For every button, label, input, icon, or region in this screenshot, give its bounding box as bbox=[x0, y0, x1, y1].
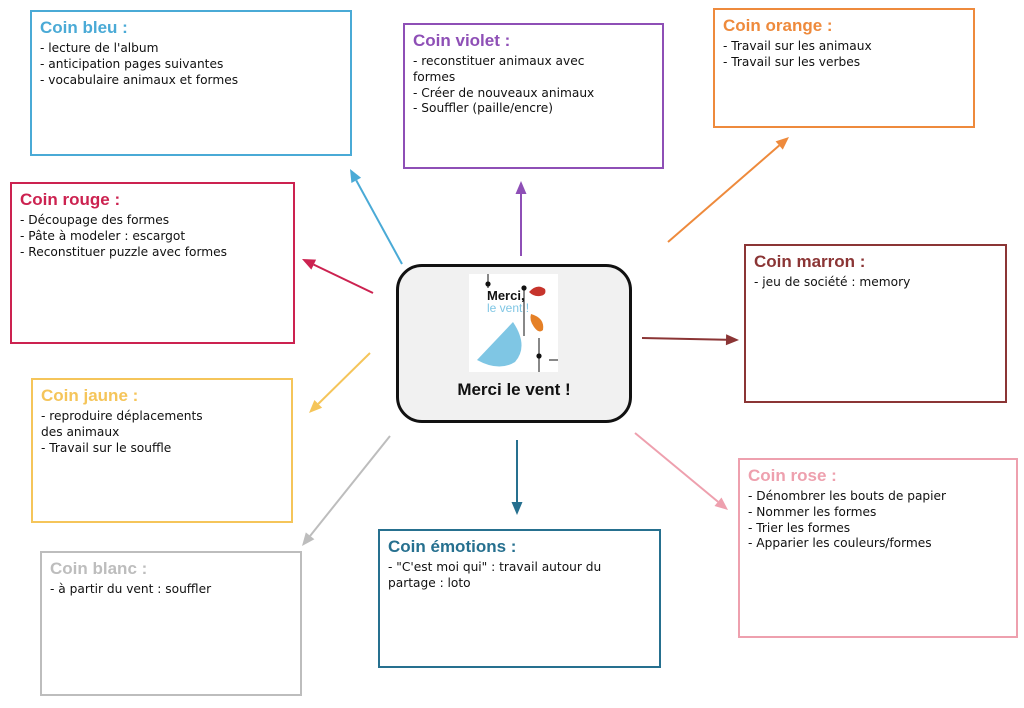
corner-item: - vocabulaire animaux et formes bbox=[40, 72, 239, 87]
corner-item: - Souffler (paille/encre) bbox=[413, 101, 553, 116]
corner-item: partage : loto bbox=[388, 575, 471, 590]
central-book-node: Merci, le vent ! Merci le vent ! bbox=[396, 264, 632, 423]
arrow-head-violet bbox=[515, 181, 527, 194]
corner-title: Coin marron : bbox=[754, 252, 866, 271]
arrow-head-jaune bbox=[309, 399, 323, 413]
corner-box-rose: Coin rose : - Dénombrer les bouts de pap… bbox=[738, 458, 1018, 638]
corner-items: - à partir du vent : souffler bbox=[50, 582, 292, 598]
arrow-line-rouge bbox=[313, 263, 374, 294]
arrow-line-rose bbox=[634, 432, 719, 503]
corner-item: - reconstituer animaux avec bbox=[413, 54, 585, 68]
arrow-line-jaune bbox=[317, 352, 371, 405]
corner-item: - Apparier les couleurs/formes bbox=[748, 536, 932, 551]
corner-items: - lecture de l'album - anticipation page… bbox=[40, 41, 342, 88]
corner-item: - Travail sur le souffle bbox=[41, 440, 172, 455]
corner-item: - "C'est moi qui" : travail autour du bbox=[388, 560, 602, 574]
corner-item: - lecture de l'album bbox=[40, 41, 159, 55]
corner-item: - Dénombrer les bouts de papier bbox=[748, 489, 947, 503]
corner-item: - Trier les formes bbox=[748, 520, 851, 535]
corner-box-rouge: Coin rouge : - Découpage des formes - Pâ… bbox=[10, 182, 295, 344]
arrow-line-marron bbox=[641, 337, 727, 341]
corner-item: - anticipation pages suivantes bbox=[40, 56, 224, 71]
book-cover-title: Merci, bbox=[487, 288, 525, 303]
corner-items: - Travail sur les animaux - Travail sur … bbox=[723, 39, 965, 71]
corner-box-emotions: Coin émotions : - "C'est moi qui" : trav… bbox=[378, 529, 661, 668]
corner-items: - "C'est moi qui" : travail autour du pa… bbox=[388, 560, 651, 592]
book-cover-illustration bbox=[477, 274, 558, 372]
corner-item: - Travail sur les animaux bbox=[723, 39, 872, 53]
corner-item: - jeu de société : memory bbox=[754, 275, 911, 289]
corner-item: - à partir du vent : souffler bbox=[50, 582, 212, 596]
corner-title: Coin rouge : bbox=[20, 190, 121, 209]
corner-item: des animaux bbox=[41, 424, 120, 439]
arrow-head-rouge bbox=[302, 259, 317, 270]
arrow-head-marron bbox=[725, 334, 739, 346]
corner-items: - Découpage des formes - Pâte à modeler … bbox=[20, 213, 285, 260]
corner-item: - Découpage des formes bbox=[20, 213, 170, 227]
corner-box-jaune: Coin jaune : - reproduire déplacements d… bbox=[31, 378, 293, 523]
corner-box-bleu: Coin bleu : - lecture de l'album - antic… bbox=[30, 10, 352, 156]
arrow-head-blanc bbox=[302, 532, 315, 546]
book-cover-image: Merci, le vent ! bbox=[469, 274, 558, 372]
corner-title: Coin violet : bbox=[413, 31, 511, 50]
corner-items: - reproduire déplacements des animaux - … bbox=[41, 409, 283, 456]
arrow-head-rose bbox=[714, 497, 728, 510]
arrow-head-orange bbox=[775, 137, 789, 150]
corner-title: Coin blanc : bbox=[50, 559, 148, 578]
corner-box-blanc: Coin blanc : - à partir du vent : souffl… bbox=[40, 551, 302, 696]
arrow-head-emotions bbox=[511, 502, 523, 515]
corner-title: Coin émotions : bbox=[388, 537, 517, 556]
corner-item: formes bbox=[413, 69, 456, 84]
corner-title: Coin bleu : bbox=[40, 18, 128, 37]
corner-item: - Pâte à modeler : escargot bbox=[20, 228, 186, 243]
corner-box-marron: Coin marron : - jeu de société : memory bbox=[744, 244, 1007, 403]
corner-item: - Nommer les formes bbox=[748, 504, 877, 519]
corner-items: - reconstituer animaux avec formes - Cré… bbox=[413, 54, 654, 117]
corner-box-violet: Coin violet : - reconstituer animaux ave… bbox=[403, 23, 664, 169]
arrow-line-bleu bbox=[355, 179, 403, 265]
corner-items: - jeu de société : memory bbox=[754, 275, 997, 291]
arrow-head-bleu bbox=[350, 169, 362, 184]
corner-box-orange: Coin orange : - Travail sur les animaux … bbox=[713, 8, 975, 128]
center-title: Merci le vent ! bbox=[457, 380, 571, 399]
corner-item: - Travail sur les verbes bbox=[723, 54, 861, 69]
corner-item: - Créer de nouveaux animaux bbox=[413, 85, 595, 100]
corner-items: - Dénombrer les bouts de papier - Nommer… bbox=[748, 489, 1008, 552]
corner-title: Coin orange : bbox=[723, 16, 833, 35]
arrow-line-blanc bbox=[309, 435, 391, 537]
corner-item: - reproduire déplacements bbox=[41, 409, 203, 423]
book-cover-subtitle: le vent ! bbox=[487, 301, 530, 315]
corner-title: Coin rose : bbox=[748, 466, 837, 485]
corner-item: - Reconstituer puzzle avec formes bbox=[20, 244, 228, 259]
arrow-line-orange bbox=[667, 144, 780, 243]
corner-title: Coin jaune : bbox=[41, 386, 139, 405]
